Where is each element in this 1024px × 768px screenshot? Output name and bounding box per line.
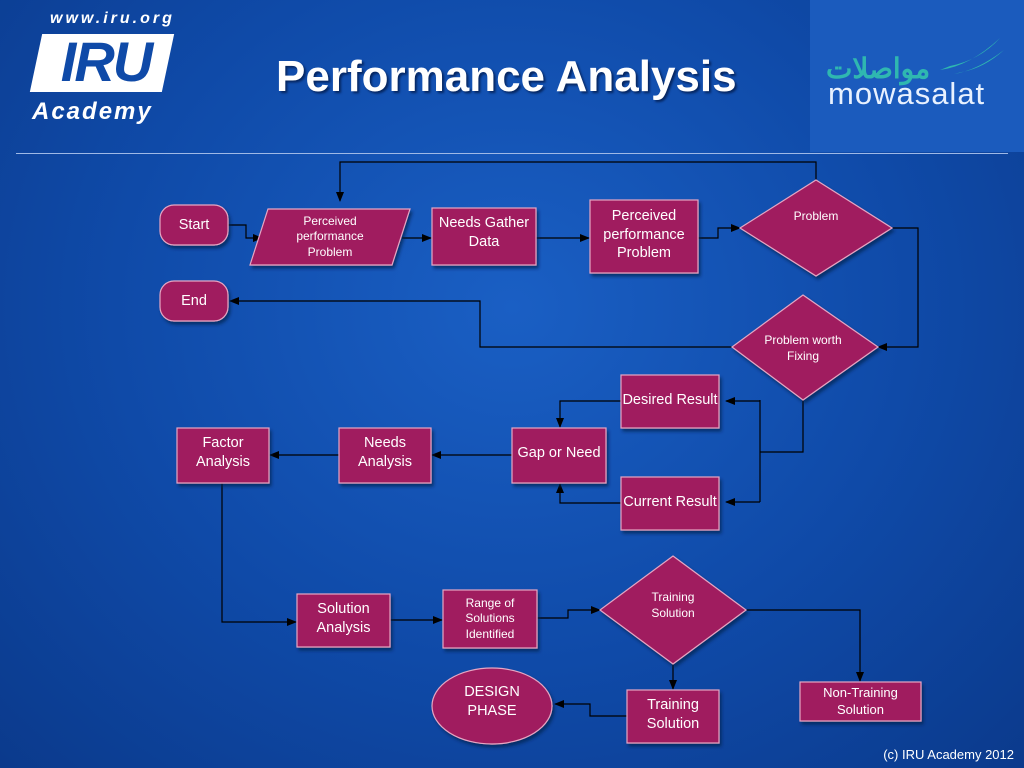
connectors (221, 161, 919, 717)
edge-current-to-gap (556, 483, 621, 504)
design-phase-terminal (431, 667, 553, 745)
logo-url: www.iru.org (50, 10, 175, 27)
training-decision (598, 555, 748, 665)
non-training-box (799, 681, 922, 722)
training-solution-box (626, 689, 720, 744)
edge-desired-to-gap (556, 400, 621, 428)
edge-worth-to-end (229, 297, 732, 348)
needs-gather-box (431, 207, 537, 266)
start-terminal (159, 204, 229, 246)
solution-analysis-box (296, 593, 391, 648)
edge-range-to-training (537, 606, 601, 619)
current-result-box (620, 476, 720, 531)
edge-factor-to-solution (221, 483, 297, 626)
desired-result-box (620, 374, 720, 429)
perceived-input-shape (249, 208, 411, 266)
edge-perceived-to-problem (698, 224, 741, 239)
edge-problem-loop (336, 161, 817, 202)
edge-problem-to-worth (877, 227, 919, 351)
problem-decision (738, 179, 894, 277)
edge-training-to-nontraining (746, 609, 864, 682)
edge-worth-down (760, 400, 804, 453)
perceived-problem-box (589, 199, 699, 274)
mowasalat-logo-panel (810, 0, 1024, 152)
page-title: Performance Analysis (276, 52, 737, 101)
edge-solution-to-design (554, 700, 627, 717)
end-terminal (159, 280, 229, 322)
range-solutions-box (442, 589, 538, 649)
factor-analysis-box (176, 427, 270, 484)
edge-start-to-perceived (228, 224, 263, 242)
footer-copyright: (c) IRU Academy 2012 (883, 747, 1014, 762)
mowasalat-arabic: مواصلات (826, 53, 931, 84)
mowasalat-latin: mowasalat (828, 76, 986, 111)
header-divider (16, 153, 1008, 154)
needs-analysis-box (338, 427, 432, 484)
logo-main: IRU (60, 30, 153, 93)
worth-fixing-decision (730, 294, 880, 401)
gap-need-box (511, 427, 607, 484)
logo-sub: Academy (32, 98, 153, 125)
